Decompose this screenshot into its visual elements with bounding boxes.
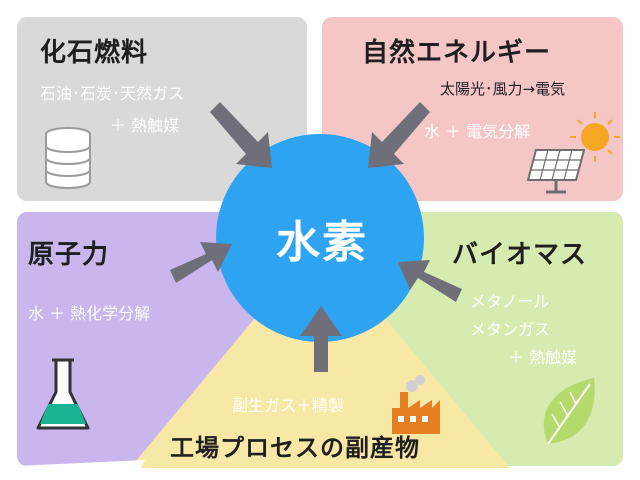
arrow-from-fossil [210, 102, 272, 168]
fossil-title: 化石燃料 [40, 38, 149, 68]
biomass-title: バイオマス [452, 240, 588, 270]
left-divider [17, 460, 145, 470]
fossil-line2: ＋ 熱触媒 [110, 116, 180, 135]
fossil-line1: 石油･石炭･天然ガス [40, 84, 185, 103]
hydrogen-label: 水素 [276, 217, 368, 268]
nuclear-title: 原子力 [28, 240, 110, 270]
arrow-from-biomass [398, 260, 462, 302]
industrial-line1: 副生ガス＋精製 [232, 396, 345, 415]
renewable-title: 自然エネルギー [362, 38, 552, 68]
factory-icon [392, 375, 440, 434]
arrow-from-industrial [300, 306, 342, 372]
biomass-line2: メタンガス [470, 320, 551, 339]
biomass-line1: メタノール [470, 292, 550, 311]
nuclear-line1: 水 ＋ 熱化学分解 [28, 304, 151, 323]
flask-icon [36, 358, 90, 430]
oil-barrel-icon [45, 127, 91, 189]
arrow-from-nuclear [170, 242, 232, 283]
renewable-line1: 太陽光･風力→電気 [440, 80, 566, 98]
hydrogen-circle [216, 134, 424, 342]
industrial-title: 工場プロセスの副産物 [170, 434, 420, 462]
solar-panel-icon [526, 112, 620, 194]
renewable-line2: 水 ＋ 電気分解 [424, 122, 531, 141]
leaf-icon [543, 378, 595, 445]
biomass-line3: ＋ 熱触媒 [508, 348, 578, 367]
arrow-from-renewable [368, 102, 430, 168]
